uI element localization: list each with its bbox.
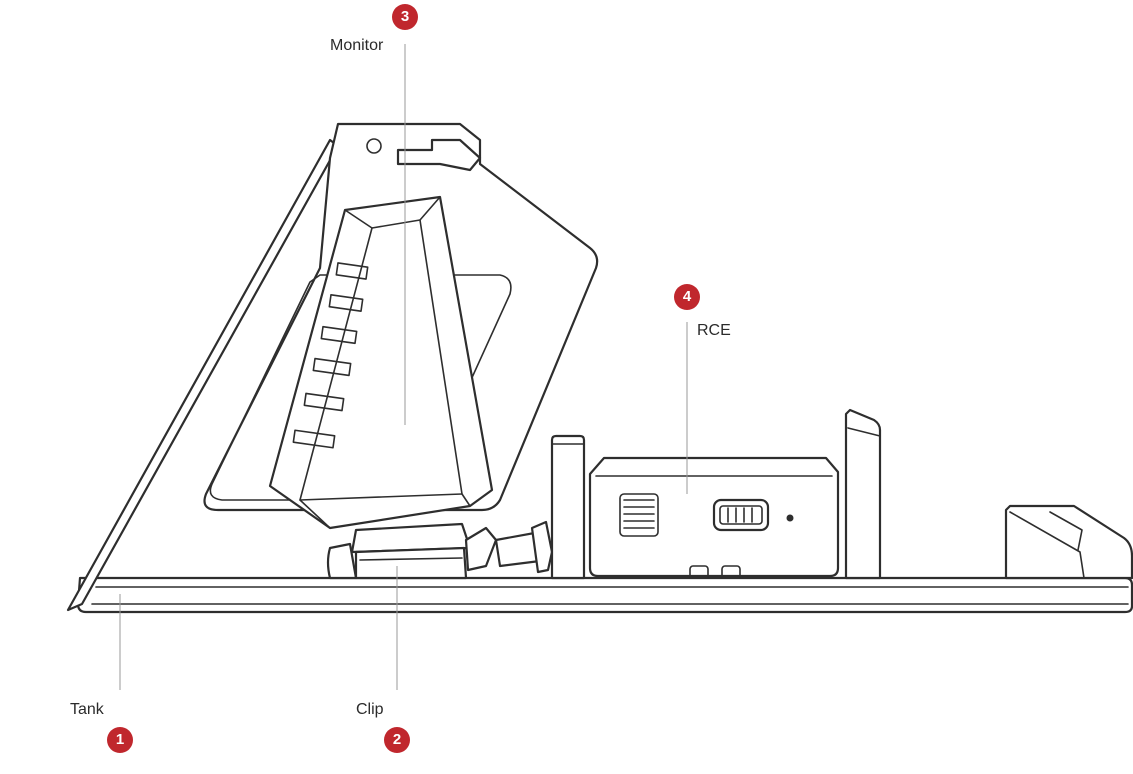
rce-grille	[623, 499, 655, 529]
monitor	[268, 195, 494, 530]
monitor-vents	[292, 262, 369, 449]
rear-holder	[1004, 504, 1133, 580]
rce-unit	[550, 408, 882, 580]
tank-base	[76, 576, 1133, 614]
clip	[326, 520, 554, 580]
callout-label-tank: Tank	[70, 701, 104, 718]
callout-badge-rce: 4	[674, 284, 700, 310]
callout-label-rce: RCE	[697, 322, 731, 339]
rce-port-icon	[712, 498, 770, 532]
callout-badge-tank: 1	[107, 727, 133, 753]
callout-label-clip: Clip	[356, 701, 384, 718]
callout-badge-clip: 2	[384, 727, 410, 753]
callout-badge-monitor: 3	[392, 4, 418, 30]
leader-lines	[119, 44, 688, 690]
rce-led	[786, 514, 794, 522]
callout-label-monitor: Monitor	[330, 37, 384, 54]
